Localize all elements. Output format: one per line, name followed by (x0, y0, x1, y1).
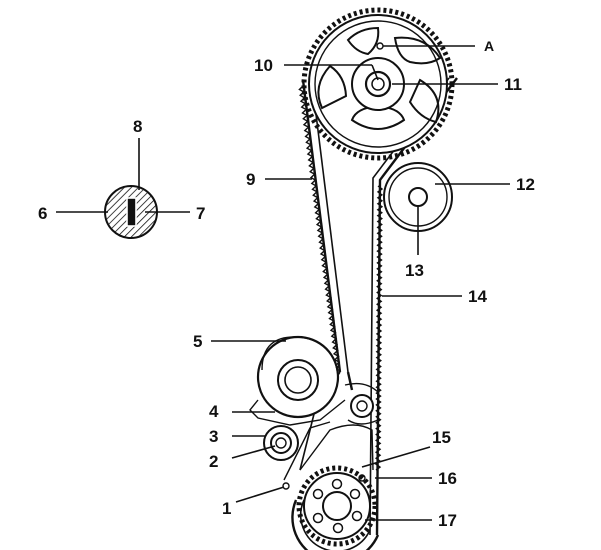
label-6: 6 (38, 204, 47, 223)
label-2: 2 (209, 452, 218, 471)
label-4: 4 (209, 402, 219, 421)
label-12: 12 (516, 175, 535, 194)
label-17: 17 (438, 511, 457, 530)
label-11: 11 (504, 75, 522, 94)
label-9: 9 (246, 170, 255, 189)
bracket-bolt (344, 382, 379, 425)
label-14: 14 (468, 287, 487, 306)
label-a: A (484, 38, 494, 54)
label-8: 8 (133, 117, 142, 136)
camshaft-bolt (364, 70, 392, 98)
label-16: 16 (438, 469, 457, 488)
leader-lines (56, 45, 510, 521)
label-15: 15 (432, 428, 451, 447)
label-1: 1 (222, 499, 231, 518)
label-7: 7 (196, 204, 205, 223)
tensioner-pivot-bolt (263, 425, 299, 461)
belt-teeth (374, 185, 384, 471)
pump-housing (282, 421, 374, 490)
crankshaft-sprocket (296, 465, 378, 547)
label-13: 13 (405, 261, 424, 280)
part-labels: 8 6 7 9 10 A 11 12 13 14 5 4 3 2 1 15 16… (38, 38, 535, 530)
label-10: 10 (254, 56, 273, 75)
label-3: 3 (209, 427, 218, 446)
belt-tensioner (249, 335, 346, 426)
label-5: 5 (193, 332, 202, 351)
